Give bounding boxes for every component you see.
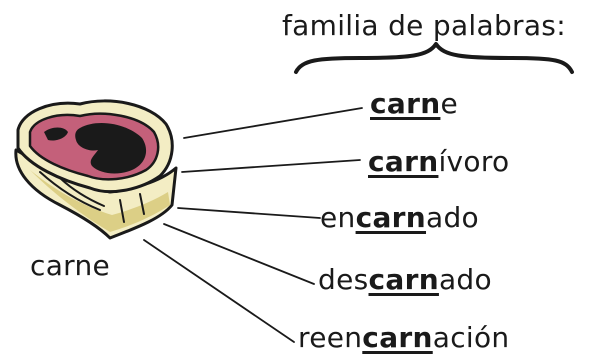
meat-label: carne bbox=[30, 249, 111, 282]
family-heading: familia de palabras: bbox=[282, 9, 566, 42]
connector-line bbox=[183, 107, 363, 139]
family-word-reencarnacion: reencarnación bbox=[298, 322, 509, 354]
curly-brace bbox=[294, 42, 574, 74]
meat-marbling bbox=[75, 123, 147, 174]
word-prefix: des bbox=[318, 263, 369, 296]
meat-fat-shadow bbox=[30, 170, 170, 232]
meat-marbling-small bbox=[44, 127, 68, 141]
meat-icon bbox=[14, 99, 178, 240]
word-suffix: ívoro bbox=[438, 145, 510, 178]
word-suffix: e bbox=[440, 87, 458, 120]
family-word-encarnado: encarnado bbox=[320, 202, 479, 234]
family-word-descarnado: descarnado bbox=[318, 264, 492, 296]
connector-line bbox=[163, 223, 315, 285]
word-root: carn bbox=[370, 87, 441, 120]
family-word-carnivoro: carnívoro bbox=[368, 146, 509, 178]
connector-line bbox=[143, 239, 295, 343]
word-prefix: en bbox=[320, 201, 356, 234]
word-root: carn bbox=[368, 263, 439, 296]
family-word-carne: carne bbox=[370, 88, 458, 120]
connector-lines bbox=[143, 107, 363, 343]
word-root: carn bbox=[355, 201, 427, 234]
connector-line bbox=[177, 207, 321, 219]
word-prefix: reen bbox=[298, 321, 363, 354]
connector-line bbox=[181, 159, 361, 173]
word-suffix: ado bbox=[438, 263, 492, 296]
meat-fat-stripes bbox=[39, 171, 145, 223]
word-root: carn bbox=[362, 321, 433, 354]
word-root: carn bbox=[368, 145, 439, 178]
word-suffix: ado bbox=[426, 201, 479, 234]
word-suffix: ación bbox=[432, 321, 510, 354]
